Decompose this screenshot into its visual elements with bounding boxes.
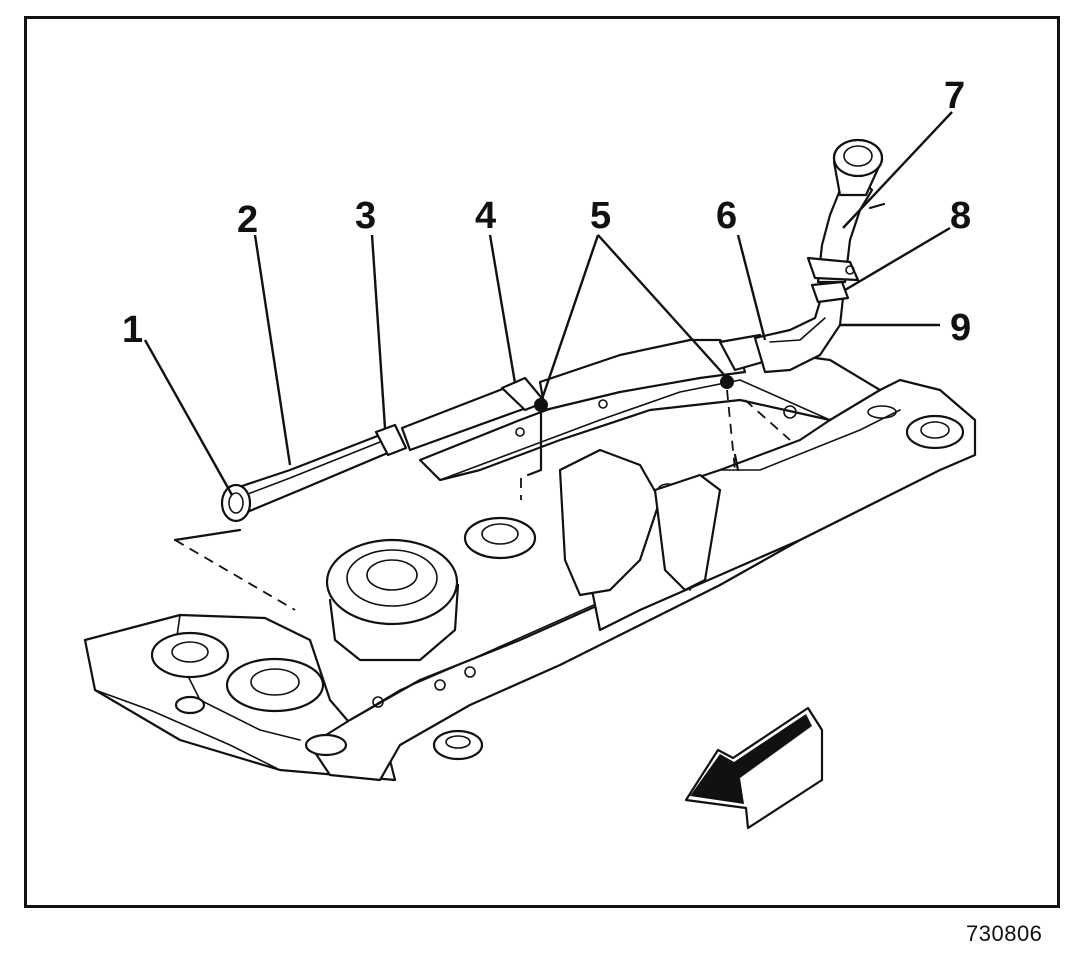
left-spring-seat bbox=[325, 538, 460, 662]
callout-8: 8 bbox=[950, 195, 971, 237]
alignment-dashed-lines bbox=[173, 399, 791, 611]
callout-5: 5 bbox=[590, 195, 611, 237]
frame-mounts-lower bbox=[304, 729, 484, 761]
callout-labels: 1 2 3 4 5 6 7 8 9 bbox=[122, 75, 971, 351]
center-frame-support bbox=[558, 448, 722, 597]
callout-1: 1 bbox=[122, 309, 143, 351]
fuel-filler-pipe bbox=[228, 138, 886, 517]
callout-6: 6 bbox=[716, 195, 737, 237]
callout-leader-lines bbox=[143, 111, 953, 496]
callout-7: 7 bbox=[944, 75, 965, 117]
shock-mount-left bbox=[150, 631, 325, 715]
filler-pipe-grommet bbox=[220, 483, 252, 523]
callout-2: 2 bbox=[237, 199, 258, 241]
figure-id: 730806 bbox=[966, 921, 1043, 946]
right-spring-seat bbox=[463, 516, 537, 560]
callout-9: 9 bbox=[950, 307, 971, 349]
retaining-bolts bbox=[526, 375, 740, 477]
callout-4: 4 bbox=[475, 195, 496, 237]
front-direction-arrow-icon bbox=[684, 706, 824, 830]
callout-3: 3 bbox=[355, 195, 376, 237]
